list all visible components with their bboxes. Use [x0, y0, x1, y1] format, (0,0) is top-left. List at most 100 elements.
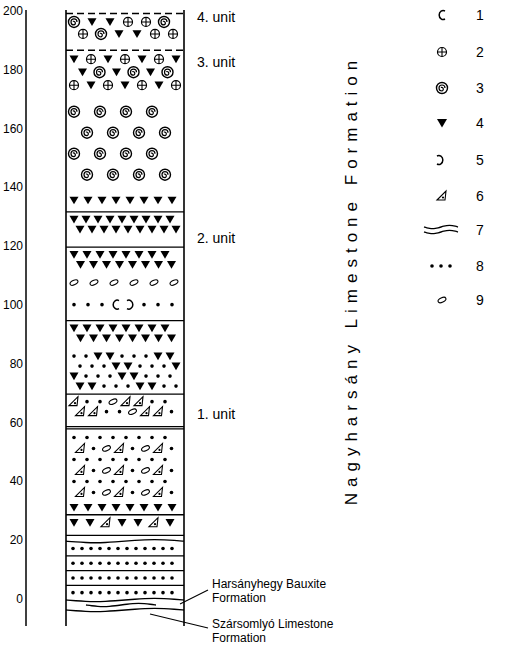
crossed-circle-symbol — [138, 81, 147, 90]
triangle-symbol — [154, 504, 163, 512]
breccia-symbol — [101, 518, 110, 527]
triangle-symbol — [172, 56, 181, 64]
wavy-line — [66, 540, 184, 543]
triangle-symbol — [166, 353, 175, 361]
crossed-circle-symbol — [169, 29, 178, 38]
oval-symbol — [102, 445, 111, 453]
triangle-symbol — [134, 519, 143, 527]
dot-symbol — [108, 374, 112, 378]
triangle-symbol — [88, 18, 97, 26]
dot-symbol — [98, 576, 102, 580]
depth-value: 60 — [10, 417, 23, 431]
triangle-symbol — [172, 226, 181, 234]
dot-symbol — [120, 354, 124, 358]
oval-symbol — [69, 279, 78, 287]
dot-symbol — [80, 576, 84, 580]
dot-symbol — [134, 547, 138, 551]
dot-symbol — [111, 480, 115, 484]
formation-label: Szársomlyó Limestone Formation — [212, 618, 347, 646]
triangle-symbol — [136, 383, 145, 391]
triangle-symbol — [161, 251, 170, 259]
triangle-symbol — [102, 261, 111, 269]
spiral-symbol — [160, 127, 171, 138]
depth-value: 120 — [3, 240, 23, 254]
dot-symbol — [85, 458, 89, 462]
dot-symbol — [85, 436, 89, 440]
triangle-symbol — [112, 197, 121, 205]
legend-number: 2 — [476, 44, 484, 60]
unit-label: 2. unit — [197, 230, 235, 246]
depth-value: 180 — [3, 64, 23, 78]
breccia-symbol — [76, 487, 85, 496]
dot-symbol — [89, 561, 93, 565]
legend-number: 1 — [476, 7, 484, 23]
triangle-symbol — [112, 69, 121, 77]
triangle-symbol — [106, 353, 115, 361]
dot-symbol — [107, 576, 111, 580]
triangle-symbol — [148, 383, 157, 391]
triangle-symbol — [142, 216, 151, 224]
spiral-symbol — [108, 169, 119, 180]
dot-symbol — [170, 547, 174, 551]
dot-symbol — [134, 576, 138, 580]
dot-symbol — [98, 561, 102, 565]
spiral-symbol — [437, 83, 448, 94]
spiral-symbol — [108, 127, 119, 138]
triangle-symbol — [133, 30, 142, 38]
oval-symbol — [89, 279, 98, 287]
triangle-symbol — [118, 216, 127, 224]
dot-symbol — [116, 591, 120, 595]
formation-label: Harsányhegy Bauxite Formation — [212, 578, 342, 606]
dot-symbol — [102, 384, 106, 388]
legend-symbol — [438, 48, 447, 57]
triangle-symbol — [100, 226, 109, 234]
dot-symbol — [90, 364, 94, 368]
triangle-symbol — [146, 69, 155, 77]
crossed-circle-symbol — [124, 17, 133, 26]
dot-symbol — [118, 410, 122, 414]
dot-symbol — [71, 547, 75, 551]
triangle-symbol — [148, 251, 157, 259]
wavy-line — [66, 598, 184, 601]
breccia-symbol — [115, 465, 124, 474]
dot-symbol — [98, 436, 102, 440]
dot-symbol — [125, 576, 129, 580]
depth-value: 0 — [16, 593, 23, 607]
triangle-symbol — [86, 519, 95, 527]
dot-symbol — [170, 491, 174, 495]
unit-label: 4. unit — [197, 9, 235, 25]
dot-symbol — [96, 374, 100, 378]
dot-symbol — [138, 364, 142, 368]
depth-value: 80 — [10, 358, 23, 372]
dot-symbol — [84, 374, 88, 378]
legend-number: 8 — [476, 258, 484, 274]
dot-symbol — [124, 458, 128, 462]
dot-symbol — [142, 303, 146, 307]
legend-symbol — [424, 225, 458, 233]
triangle-symbol — [70, 325, 79, 333]
triangle-symbol — [126, 197, 135, 205]
crossed-circle-symbol — [70, 81, 79, 90]
dot-symbol — [105, 410, 109, 414]
dot-symbol — [72, 480, 76, 484]
breccia-symbol — [89, 407, 98, 416]
oval-symbol — [109, 279, 118, 287]
triangle-symbol — [88, 226, 97, 234]
crossed-circle-symbol — [87, 55, 96, 64]
spiral-symbol — [69, 148, 80, 159]
dot-symbol — [126, 384, 130, 388]
spiral-symbol — [121, 106, 132, 117]
dot-symbol — [163, 458, 167, 462]
triangle-symbol — [168, 197, 177, 205]
triangle-symbol — [141, 335, 150, 343]
dot-symbol — [137, 436, 141, 440]
triangle-symbol — [124, 363, 133, 371]
triangle-symbol — [148, 325, 157, 333]
dot-symbol — [137, 480, 141, 484]
triangle-symbol — [128, 261, 137, 269]
dot-symbol — [163, 400, 167, 404]
dot-symbol — [89, 576, 93, 580]
legend-symbol — [437, 191, 446, 200]
triangle-symbol — [94, 216, 103, 224]
dot-symbol — [144, 374, 148, 378]
